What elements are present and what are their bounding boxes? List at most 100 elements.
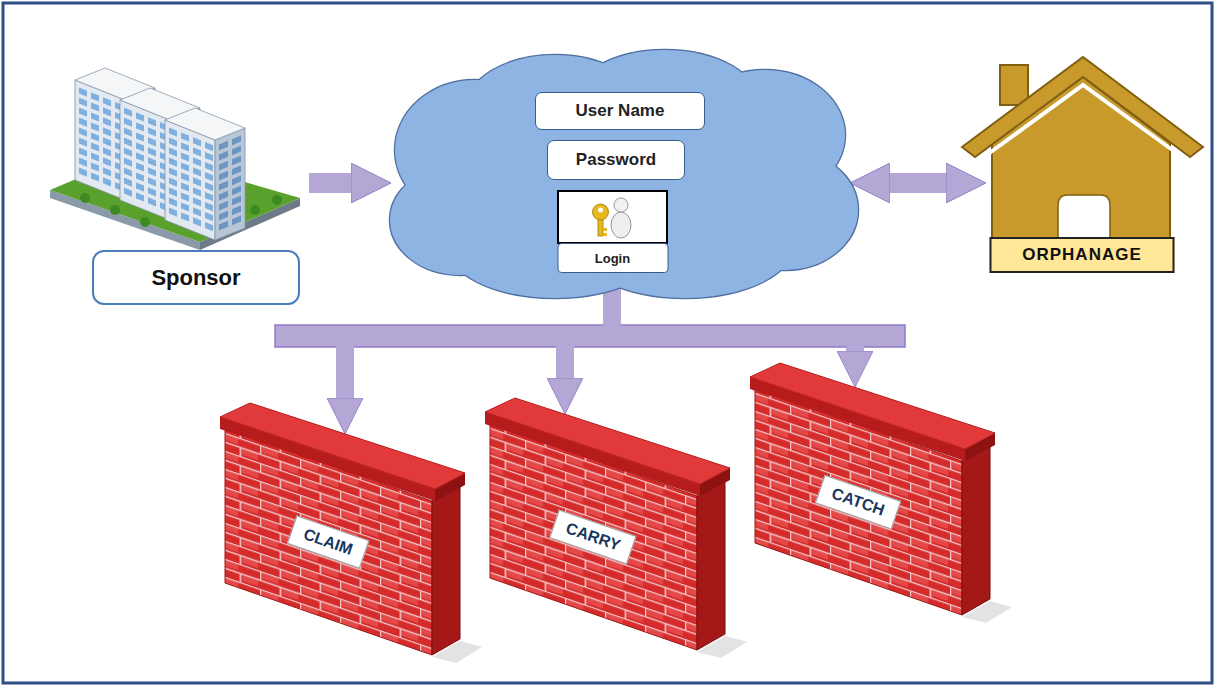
wall-cap-top [485,398,730,484]
building-window [136,142,144,151]
building-window [169,178,177,187]
person-body [611,212,631,238]
building-window [232,176,241,186]
building-window [232,166,241,176]
building-window [169,138,177,147]
building-window [124,138,132,147]
building-window [205,202,213,211]
building-window [193,197,201,206]
building-window [169,198,177,207]
building-window [103,137,111,146]
building-window [124,118,132,127]
building-window [79,148,87,157]
building-window [148,157,156,166]
building-window [148,117,156,126]
building-window [148,177,156,186]
building-window [181,132,189,141]
building-front [165,120,215,240]
brick-wall-illustration [750,355,1000,620]
building-window [136,172,144,181]
building-window [193,147,201,156]
building-face [215,128,245,240]
building-front [120,100,170,220]
building-window [79,158,87,167]
key-hole [598,208,603,213]
building-face [165,120,215,240]
brick-wall-illustration [220,395,470,660]
node-label: Sponsor [151,265,240,291]
key-tooth [603,233,607,236]
cloud-node: User NamePasswordLogin [385,50,860,300]
building-window [205,142,213,151]
label-box: ORPHANAGE [990,237,1175,273]
building-face [75,80,125,200]
building-window [103,117,111,126]
building-window [148,197,156,206]
brick-wall: CARRY [485,390,735,655]
building-window [232,136,241,146]
wall-end [962,445,990,615]
wall-cap-top [750,363,995,449]
button-label: Login [595,251,630,266]
building-window [124,168,132,177]
chimney [1000,65,1028,105]
building-window [169,148,177,157]
building-window [181,202,189,211]
building-window [169,168,177,177]
building-window [181,192,189,201]
building-window [136,152,144,161]
building-window [124,188,132,197]
building-window [79,98,87,107]
building-window [205,212,213,221]
office-illustration [45,70,305,250]
building-window [232,156,241,166]
building-window [136,112,144,121]
building-window [219,161,228,171]
login-button: Login [557,190,668,273]
building-window [91,142,99,151]
input-field: User Name [535,92,705,130]
building-window [79,168,87,177]
building-window [103,97,111,106]
key-shaft [598,218,603,236]
orphanage-node: ORPHANAGE [960,55,1205,280]
building-window [148,167,156,176]
building-window [169,208,177,217]
roof-trim [984,85,1182,157]
building-window [193,217,201,226]
block-arrow [309,173,351,193]
building-window [103,127,111,136]
building-window [91,102,99,111]
building-window [91,172,99,181]
building-window [148,187,156,196]
building-face [120,100,170,220]
building-window [79,108,87,117]
building-window [219,211,228,221]
shrub [110,205,120,215]
cloud-puff [425,85,825,275]
block-arrow [890,173,946,193]
building-window [124,108,132,117]
building-window [193,177,201,186]
shrub [250,205,260,215]
icon-frame [558,191,667,243]
building-window [148,137,156,146]
sponsor-node: Sponsor [45,70,305,308]
building-front [75,80,125,200]
building-window [136,162,144,171]
wall-cap-top [220,403,465,489]
building-window [219,151,228,161]
building-window [232,216,241,226]
building-window [205,162,213,171]
cloud-puff [425,85,825,275]
key-bow [593,204,609,220]
building-window [91,162,99,171]
building-window [79,118,87,127]
building-window [124,128,132,137]
building-window [181,162,189,171]
building-window [205,222,213,231]
field-label: User Name [576,101,665,121]
building-window [232,196,241,206]
building-window [148,147,156,156]
building-window [136,182,144,191]
